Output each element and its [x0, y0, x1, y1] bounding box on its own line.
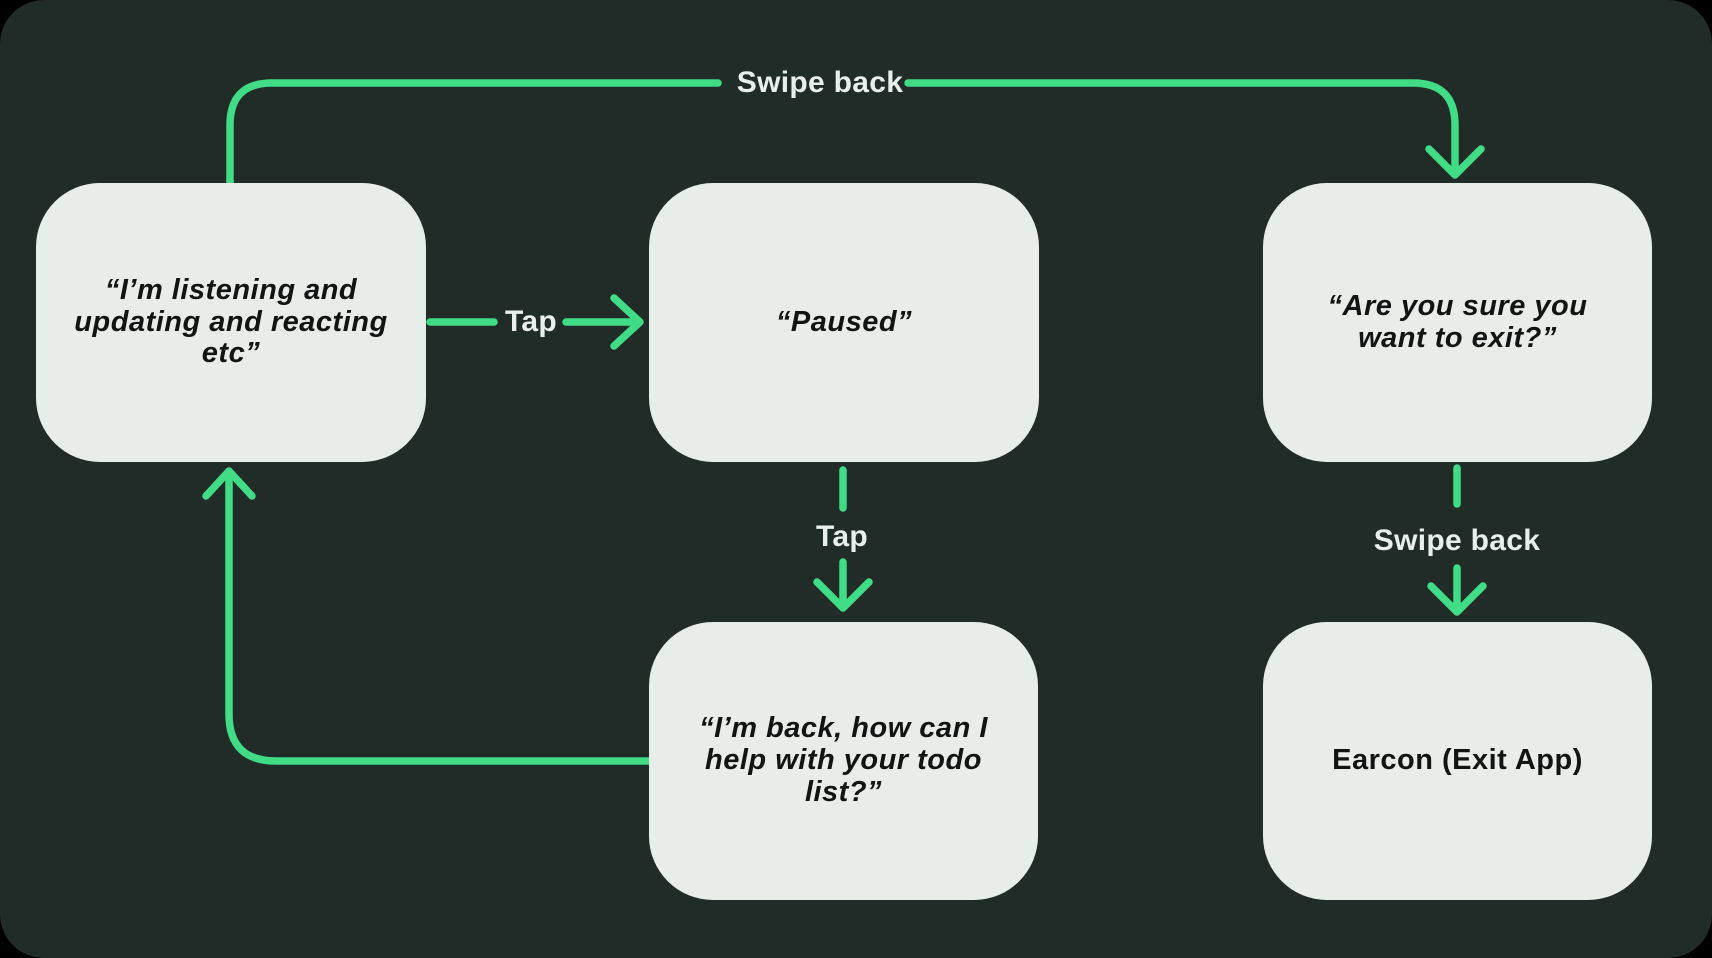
node-listening-text: “I’m listening and updating and reacting… — [74, 273, 388, 370]
edge-label-tap-vertical: Tap — [815, 520, 869, 553]
node-paused-state: “Paused” — [649, 183, 1039, 462]
loop-back-arrow — [202, 467, 653, 765]
node-confirm-exit-text: “Are you sure you want to exit?” — [1327, 289, 1588, 354]
swipe-back-arrow-right-segment — [904, 79, 1485, 179]
node-confirm-exit-state: “Are you sure you want to exit?” — [1263, 183, 1652, 462]
node-earcon-exit-app: Earcon (Exit App) — [1263, 622, 1652, 900]
node-paused-text: “Paused” — [775, 305, 913, 338]
node-back-text: “I’m back, how can I help with your todo… — [699, 712, 988, 808]
tap-horizontal-arrow — [426, 294, 644, 350]
edge-label-swipe-back-top: Swipe back — [736, 66, 904, 99]
swipe-back-vertical-arrow — [1427, 464, 1487, 616]
node-listening-state: “I’m listening and updating and reacting… — [36, 183, 426, 462]
tap-vertical-arrow — [813, 466, 873, 612]
node-back-state: “I’m back, how can I help with your todo… — [649, 622, 1038, 900]
edge-label-swipe-back-right: Swipe back — [1373, 524, 1541, 557]
node-earcon-text: Earcon (Exit App) — [1332, 744, 1583, 777]
edge-label-tap-horizontal: Tap — [504, 305, 558, 338]
swipe-back-arrow-left-segment — [226, 79, 722, 187]
